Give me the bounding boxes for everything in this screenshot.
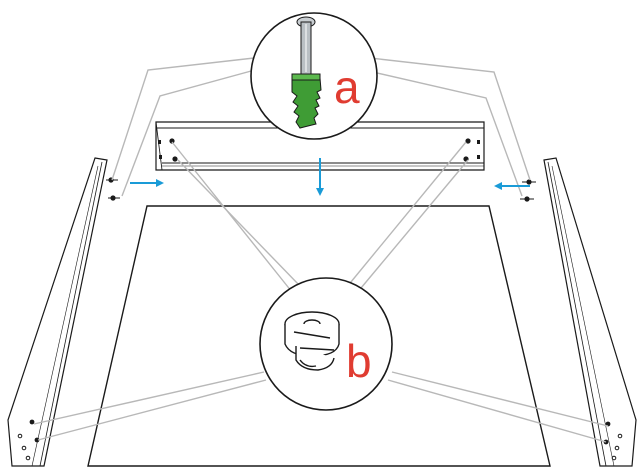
callout-circle-a — [250, 12, 378, 140]
left-side-panel — [7, 157, 120, 467]
leader-lines-a — [111, 57, 531, 197]
cam-lock-icon — [284, 311, 340, 371]
callout-label-a: a — [334, 61, 360, 113]
right-side-panel — [520, 157, 637, 467]
rail-hole — [172, 156, 178, 162]
back-rail — [155, 121, 485, 171]
rail-hole — [169, 138, 175, 144]
direction-arrows — [130, 158, 530, 196]
rail-hole — [465, 138, 471, 144]
callout-label-b: b — [346, 335, 372, 387]
cam-dowel-icon — [291, 16, 322, 129]
callout-circle-b — [259, 277, 393, 411]
leader-lines-b — [33, 141, 609, 443]
bottom-panel — [87, 205, 551, 467]
